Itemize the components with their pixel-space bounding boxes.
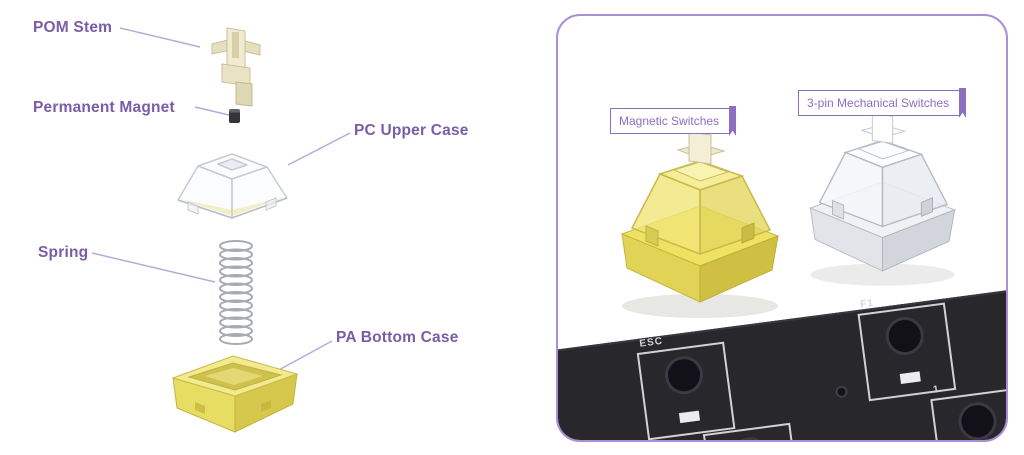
key-one: 1 bbox=[930, 384, 1006, 440]
mechanical-switches-badge: 3-pin Mechanical Switches bbox=[798, 90, 961, 116]
key-f1: F1 bbox=[857, 298, 957, 402]
key-blank-hole bbox=[728, 434, 772, 440]
key-esc-hole bbox=[662, 353, 706, 397]
mechanical-switch-image bbox=[809, 113, 956, 286]
label-permanent-magnet: Permanent Magnet bbox=[33, 99, 175, 116]
key-f1-label: F1 bbox=[859, 297, 875, 311]
permanent-magnet-illustration bbox=[229, 109, 240, 123]
magnetic-switch-image bbox=[620, 131, 780, 318]
label-spring: Spring bbox=[38, 244, 89, 261]
label-pa-bottom-case: PA Bottom Case bbox=[336, 329, 459, 346]
pc-upper-case-illustration bbox=[177, 153, 288, 219]
label-pom-stem: POM Stem bbox=[33, 19, 113, 36]
key-f1-hole bbox=[883, 314, 927, 358]
key-one-label: 1 bbox=[932, 383, 941, 396]
comparison-panel: Magnetic Switches 3-pin Mechanical Switc… bbox=[556, 14, 1008, 442]
magnetic-switches-badge: Magnetic Switches bbox=[610, 108, 731, 134]
key-esc: ESC bbox=[636, 336, 736, 440]
pa-bottom-case-illustration bbox=[171, 355, 299, 433]
label-pc-upper-case: PC Upper Case bbox=[354, 122, 469, 139]
pom-stem-illustration bbox=[211, 27, 261, 107]
plate-screw-hole bbox=[834, 385, 849, 399]
key-f1-pad bbox=[899, 371, 921, 384]
key-one-hole bbox=[956, 399, 999, 440]
key-esc-label: ESC bbox=[638, 335, 664, 350]
spring-illustration bbox=[219, 240, 253, 345]
key-esc-pad bbox=[678, 410, 701, 424]
